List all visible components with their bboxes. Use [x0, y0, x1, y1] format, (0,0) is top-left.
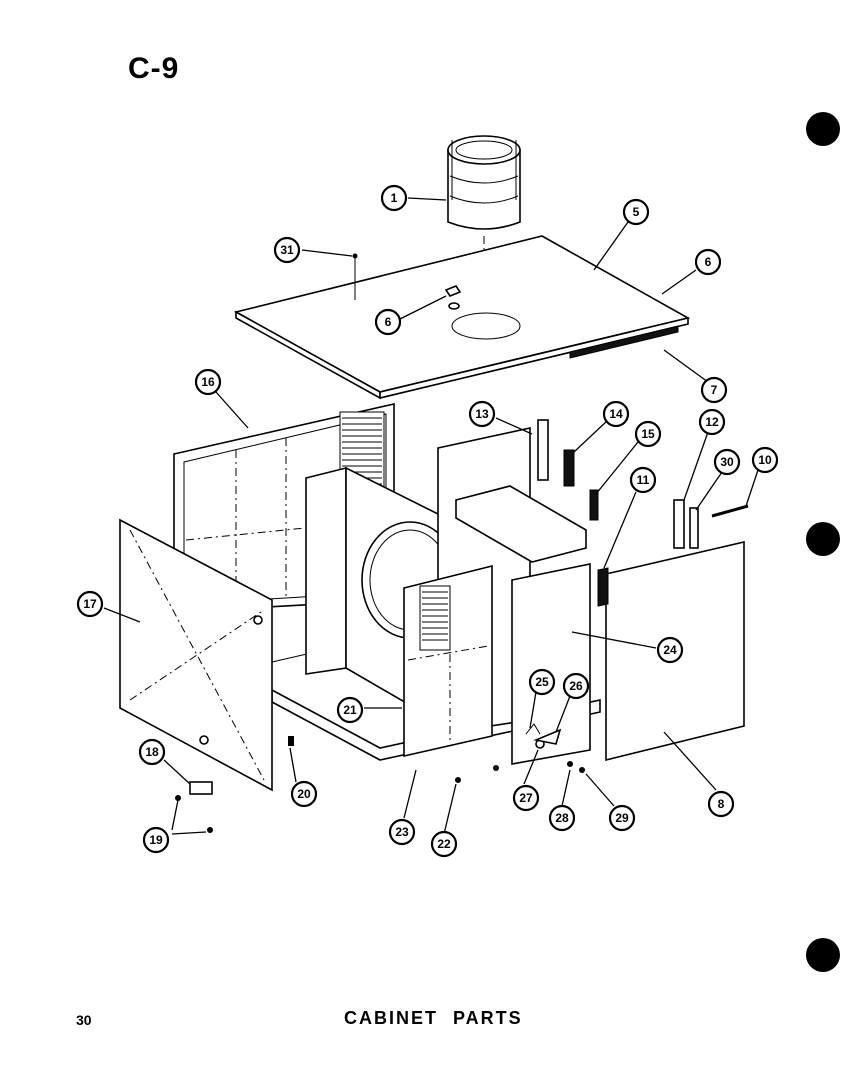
callout-10: 10 [751, 446, 779, 474]
callout-label: 23 [395, 825, 409, 839]
callout-label: 31 [280, 243, 294, 257]
callout-label: 28 [555, 811, 569, 825]
leader-lines [103, 197, 759, 835]
callout-label: 13 [475, 407, 489, 421]
control-panel-part [511, 563, 591, 765]
callout-16: 16 [194, 368, 222, 396]
callout-22: 22 [430, 830, 458, 858]
binder-hole-top [806, 112, 840, 146]
callout-28: 28 [548, 804, 576, 832]
callout-15: 15 [634, 420, 662, 448]
callout-25: 25 [528, 668, 556, 696]
callout-8: 8 [707, 790, 735, 818]
callout-21: 21 [336, 696, 364, 724]
callout-label: 12 [705, 415, 719, 429]
front-grille-panel-part [403, 564, 493, 758]
callout-18: 18 [138, 738, 166, 766]
left-side-panel-part [119, 518, 273, 792]
callout-label: 16 [201, 375, 215, 389]
diagram-caption: CABINET PARTS [344, 1008, 523, 1028]
callout-11: 11 [629, 466, 657, 494]
callout-label: 20 [297, 787, 311, 801]
callout-31: 31 [273, 236, 301, 264]
callout-label: 15 [641, 427, 655, 441]
page-number: 30 [76, 1012, 92, 1028]
duct-collar-part [447, 135, 521, 300]
callout-label: 17 [83, 597, 97, 611]
callout-label: 29 [615, 811, 629, 825]
callout-20: 20 [290, 780, 318, 808]
callout-1: 1 [380, 184, 408, 212]
callout-26: 26 [562, 672, 590, 700]
callout-label: 6 [705, 255, 712, 269]
binder-hole-middle [806, 522, 840, 556]
callout-label: 19 [149, 833, 163, 847]
callout-5: 5 [622, 198, 650, 226]
callout-label: 27 [519, 791, 533, 805]
callout-label: 14 [609, 407, 623, 421]
callout-label: 11 [637, 473, 650, 487]
callout-12: 12 [698, 408, 726, 436]
page-title: C-9 [128, 52, 180, 85]
callout-label: 25 [535, 675, 549, 689]
callout-label: 21 [343, 703, 357, 717]
callout-29: 29 [608, 804, 636, 832]
hardware-parts [175, 419, 749, 833]
top-panel-part [233, 235, 691, 400]
callout-label: 6 [385, 315, 392, 329]
callout-7: 7 [700, 376, 728, 404]
callout-label: 26 [569, 679, 583, 693]
callout-label: 24 [663, 643, 677, 657]
callout-6-top: 6 [694, 248, 722, 276]
callout-24: 24 [656, 636, 684, 664]
callout-13: 13 [468, 400, 496, 428]
callout-label: 10 [758, 453, 772, 467]
callout-label: 18 [145, 745, 159, 759]
callout-label: 7 [711, 383, 718, 397]
callout-label: 8 [718, 797, 725, 811]
callout-23: 23 [388, 818, 416, 846]
callout-27: 27 [512, 784, 540, 812]
callout-6-left: 6 [374, 308, 402, 336]
callout-19: 19 [142, 826, 170, 854]
callout-label: 30 [720, 455, 734, 469]
callout-label: 5 [633, 205, 640, 219]
callout-label: 22 [437, 837, 451, 851]
callout-17: 17 [76, 590, 104, 618]
callout-30: 30 [713, 448, 741, 476]
callout-14: 14 [602, 400, 630, 428]
callout-label: 1 [391, 191, 398, 205]
binder-hole-bottom [806, 938, 840, 972]
